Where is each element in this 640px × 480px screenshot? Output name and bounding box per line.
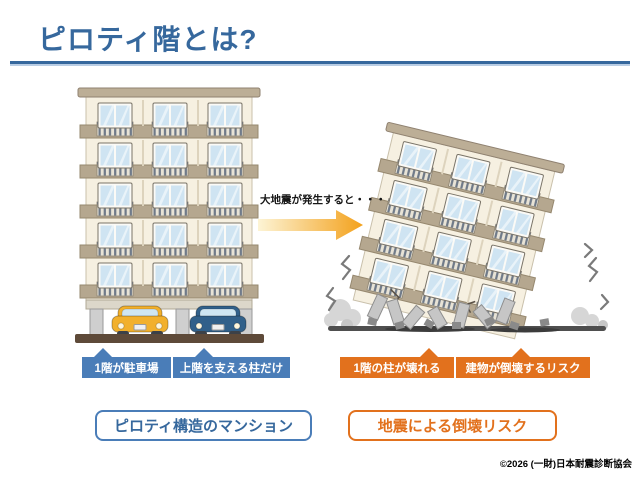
caption-label: ピロティ構造のマンション [113,418,294,435]
earthquake-note: 大地震が発生すると・・・ [260,194,386,206]
ground [75,334,264,343]
callout-pointer [94,348,112,357]
piloti-beam [85,299,253,310]
yellow-car-icon [111,305,169,337]
caption-label: 地震による倒壊リスク [377,418,528,435]
caption-piloti-building: ピロティ構造のマンション [95,410,312,441]
callout-columns-break: 1階の柱が壊れる [340,348,454,378]
caption-collapse-risk: 地震による倒壊リスク [348,410,557,441]
callout-label: 建物が倒壊するリスク [465,362,581,375]
roof [77,87,261,98]
callout-pointer [420,348,438,357]
piloti-building [75,87,264,343]
blue-car-icon [189,305,247,337]
callout-label: 上階を支える柱だけ [179,362,284,375]
page-title: ピロティ階とは? [38,24,258,55]
callout-pointer [512,348,530,357]
callout-first-floor-parking: 1階が駐車場 [82,348,171,378]
callout-pointer [195,348,213,357]
callout-label: 1階の柱が壊れる [353,362,441,375]
title-underline [10,61,630,64]
callout-label: 1階が駐車場 [94,362,159,375]
broken-columns [366,293,516,330]
copyright-text: ©2026 (一財)日本耐震診断協会 [499,459,632,470]
callout-support-columns: 上階を支える柱だけ [173,348,290,378]
callout-collapse-risk: 建物が倒壊するリスク [456,348,590,378]
rubble-blocks [367,316,550,331]
rubble-and-dust [324,293,608,333]
dust-cloud [324,299,608,331]
shake-marks-icon [325,242,610,312]
earthquake-arrow-icon [258,210,363,240]
